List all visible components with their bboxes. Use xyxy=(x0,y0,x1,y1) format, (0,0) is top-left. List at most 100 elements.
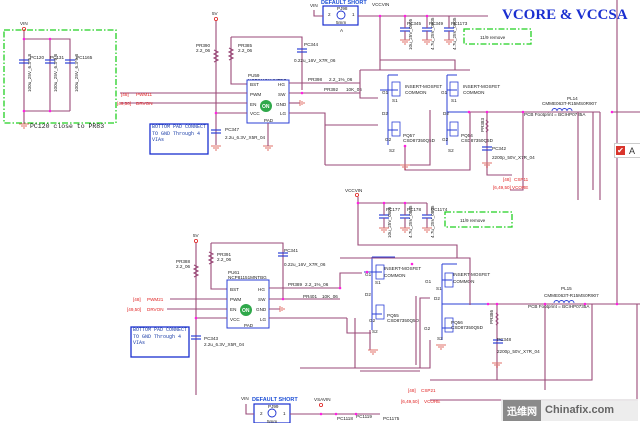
signal-csp11[interactable]: CSP11 xyxy=(514,177,529,182)
svg-text:PQ55: PQ55 xyxy=(387,313,399,318)
svg-text:100u_25V_6.3*5.8: 100u_25V_6.3*5.8 xyxy=(53,53,58,92)
capacitor-pc347-value: 2.2u_6.3V_X5R_04 xyxy=(225,135,266,140)
svg-text:100u_25V_6.3*5.8: 100u_25V_6.3*5.8 xyxy=(27,53,32,92)
inductor-pl15-part: CMME063T-R15MS0R907 xyxy=(544,293,599,298)
svg-text:4.7u_25V_0805: 4.7u_25V_0805 xyxy=(430,205,435,238)
svg-text:1: 1 xyxy=(283,411,286,416)
svg-text:CSD87350Q5D: CSD87350Q5D xyxy=(403,138,436,143)
svg-text:G1: G1 xyxy=(365,272,372,277)
signal-pwm21[interactable]: PWM21 xyxy=(147,297,164,302)
svg-text:PAD: PAD xyxy=(264,118,274,123)
checkmark-icon[interactable]: ✔ xyxy=(616,146,625,155)
svg-text:G1: G1 xyxy=(382,90,389,95)
on-logo-text: ON xyxy=(262,104,270,110)
watermark-en: Chinafix.com xyxy=(545,404,615,416)
signal-csp11-ref: [48] xyxy=(503,177,511,182)
page-title: VCORE & VCCSA xyxy=(502,7,628,23)
svg-text:INSERT-MOSFET: INSERT-MOSFET xyxy=(453,272,490,277)
bottom-pad-note-2: BOTTOM PAD CONNECT TO GND Through 4 VIAs xyxy=(133,327,188,346)
driver-pu61-ref: PU61 xyxy=(228,270,240,275)
bottom-pad-note-box-2 xyxy=(130,326,190,358)
signal-vcore-top-ref: [6,49,50] xyxy=(493,185,511,190)
inductor-pl14-symbol xyxy=(551,108,573,112)
svg-text:PQ57: PQ57 xyxy=(403,133,415,138)
capacitor-pc120: PC120 100u_25V_6.3*5.8 xyxy=(19,53,44,92)
resistor-pr390-ref: PR390 xyxy=(196,43,210,48)
svg-text:ON: ON xyxy=(242,308,250,314)
svg-text:SW: SW xyxy=(278,92,286,97)
capacitor-pc347-ref: PC347 xyxy=(225,127,239,132)
signal-pwm11[interactable]: PWM11 xyxy=(136,92,152,97)
capacitor-pc349: PC349 4.7u_25V_0805 xyxy=(422,16,443,50)
svg-text:EN: EN xyxy=(250,102,256,107)
5v-port-icon xyxy=(213,16,218,21)
resistor-pr383-ref: PR383 xyxy=(480,118,485,132)
resistor-pr383-symbol xyxy=(485,119,489,133)
signal-vcore-bottom[interactable]: VCORE xyxy=(424,399,440,404)
capacitor-pc348-value: 2200p_50V_X7R_04 xyxy=(497,349,540,354)
resistor-pr388-value: 2.2_06 xyxy=(176,264,190,269)
resistor-pr391-ref: PR391 xyxy=(217,252,231,257)
svg-text:HG: HG xyxy=(278,82,285,87)
resistor-pr389-value: 2.2_1%_06 xyxy=(305,282,329,287)
inductor-pl15-ref: PL15 xyxy=(561,286,572,291)
resistor-pr398-value: 2.2_1%_06 xyxy=(329,77,353,82)
svg-text:S1: S1 xyxy=(392,98,398,103)
resistor-pr398: PR398 xyxy=(308,77,322,82)
signal-vcore-top[interactable]: VCORE xyxy=(512,185,528,190)
svg-text:PC1174: PC1174 xyxy=(431,207,448,212)
svg-text:LG: LG xyxy=(260,317,267,322)
capacitor-pc1119: PC1119 xyxy=(356,414,372,419)
inductor-pl14-footprint: PCB Footprint = BCIHP0735A xyxy=(524,112,586,117)
capacitor-pc1175: PC1175 xyxy=(383,416,400,421)
jumper-vin-label: VIN xyxy=(310,3,318,8)
svg-text:PC177: PC177 xyxy=(386,207,400,212)
resistor-pr392-value: 10K_06 xyxy=(346,87,362,92)
5v-label: 5V xyxy=(212,11,219,16)
svg-text:LG: LG xyxy=(280,111,287,116)
capacitor-pc348-ref: PC348 xyxy=(497,337,511,342)
signal-csp21[interactable]: CSP21 xyxy=(421,388,436,393)
capacitor-pc343-value: 2.2u_6.3V_X5R_04 xyxy=(204,342,245,347)
svg-text:PC349: PC349 xyxy=(429,21,443,26)
signal-pwm21-ref: [48] xyxy=(133,297,141,302)
svg-text:G2: G2 xyxy=(424,326,431,331)
svg-text:PJ99: PJ99 xyxy=(268,404,279,409)
footer-vin-label: VIN xyxy=(241,396,249,401)
signal-vcore-bottom-ref: [6,49,50] xyxy=(401,399,419,404)
vin-label: VIN xyxy=(20,21,28,26)
svg-text:PWM: PWM xyxy=(250,92,261,97)
svg-text:PJ98: PJ98 xyxy=(337,6,348,11)
mosfet-pq56: G1 S1 D2 G2 S2 INSERT-MOSFET COMMON PQ56… xyxy=(424,263,490,341)
driver-pu61-chip xyxy=(226,279,270,329)
capacitor-pc342-value: 2200p_50V_X7R_04 xyxy=(492,155,535,160)
capacitor-pc1173: PC1173 4.7u_25V_0805 xyxy=(444,16,468,50)
svg-text:INSERT-MOSFET: INSERT-MOSFET xyxy=(384,266,421,271)
pc120-placement-note: PC120 close to PR83 xyxy=(30,123,104,130)
svg-text:G1: G1 xyxy=(441,90,448,95)
signal-drvon[interactable]: DRVON xyxy=(136,101,153,106)
watermark-cn: 迅维网 xyxy=(503,399,541,421)
signal-drvon-bottom[interactable]: DRVON xyxy=(147,307,164,312)
svg-text:1: 1 xyxy=(352,12,355,17)
mosfet-pq54: G1 S1 D2 G2 S2 INSERT-MOSFET COMMON PQ54… xyxy=(441,74,500,153)
annotation-checkbox[interactable]: ✔ A xyxy=(614,143,640,158)
mosfet-pq55: G1 S1 D2 G2 S2 INSERT-MOSFET COMMON PQ55… xyxy=(364,256,421,334)
footer-default-short-label: DEFAULT SHORT xyxy=(252,397,298,403)
svg-text:PC178: PC178 xyxy=(407,207,421,212)
svg-text:PC131: PC131 xyxy=(50,55,64,60)
svg-text:BST: BST xyxy=(250,82,259,87)
capacitor-pc341-ref: PC341 xyxy=(284,248,298,253)
bottom-pad-note-box xyxy=(149,123,209,155)
svg-text:G2: G2 xyxy=(385,137,392,142)
svg-text:100u_25V_6.3*5.8: 100u_25V_6.3*5.8 xyxy=(74,53,79,92)
svg-text:EN: EN xyxy=(230,307,236,312)
svg-text:COMMON: COMMON xyxy=(453,279,474,284)
svg-text:G2: G2 xyxy=(442,137,449,142)
resistor-pr385-symbol xyxy=(227,47,235,61)
svg-text:G2: G2 xyxy=(369,318,376,323)
svg-text:4.7u_25V_0805: 4.7u_25V_0805 xyxy=(452,17,457,50)
resistor-pr388-ref: PR388 xyxy=(176,259,190,264)
signal-csp21-ref: [48] xyxy=(408,388,416,393)
